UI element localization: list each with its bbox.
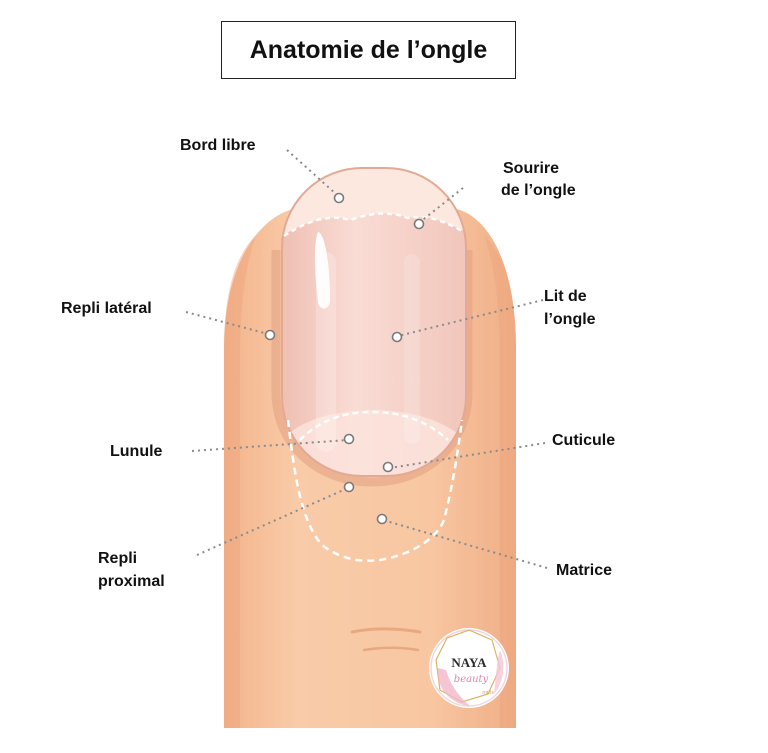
label-sourire-line2: de l’ongle [501,182,576,199]
page-title: Anatomie de l’ongle [221,21,516,79]
page-title-text: Anatomie de l’ongle [249,35,488,64]
label-lunule: Lunule [110,443,163,460]
label-repli-lateral: Repli latéral [61,300,152,317]
leader-lines [185,149,548,569]
logo-text-1: NAYA [451,655,487,670]
label-matrice: Matrice [556,562,613,579]
label-lit-line2: l’ongle [544,311,596,328]
label-lit-line1: Lit de [544,288,587,305]
logo-text-2: beauty [454,674,489,685]
label-cuticule: Cuticule [552,432,616,449]
logo-text-3: nails [482,690,494,696]
label-bord-libre: Bord libre [180,137,256,154]
brand-logo: NAYA beauty nails [429,628,509,708]
smile-line [283,212,465,238]
matrix-zone [286,419,464,562]
label-repli-line1: Repli [98,550,138,567]
anchor-dots [264,192,425,525]
lunula [282,410,466,476]
label-sourire-line1: Sourire [503,160,560,177]
label-repli-line2: proximal [98,573,165,590]
free-edge [282,168,466,236]
